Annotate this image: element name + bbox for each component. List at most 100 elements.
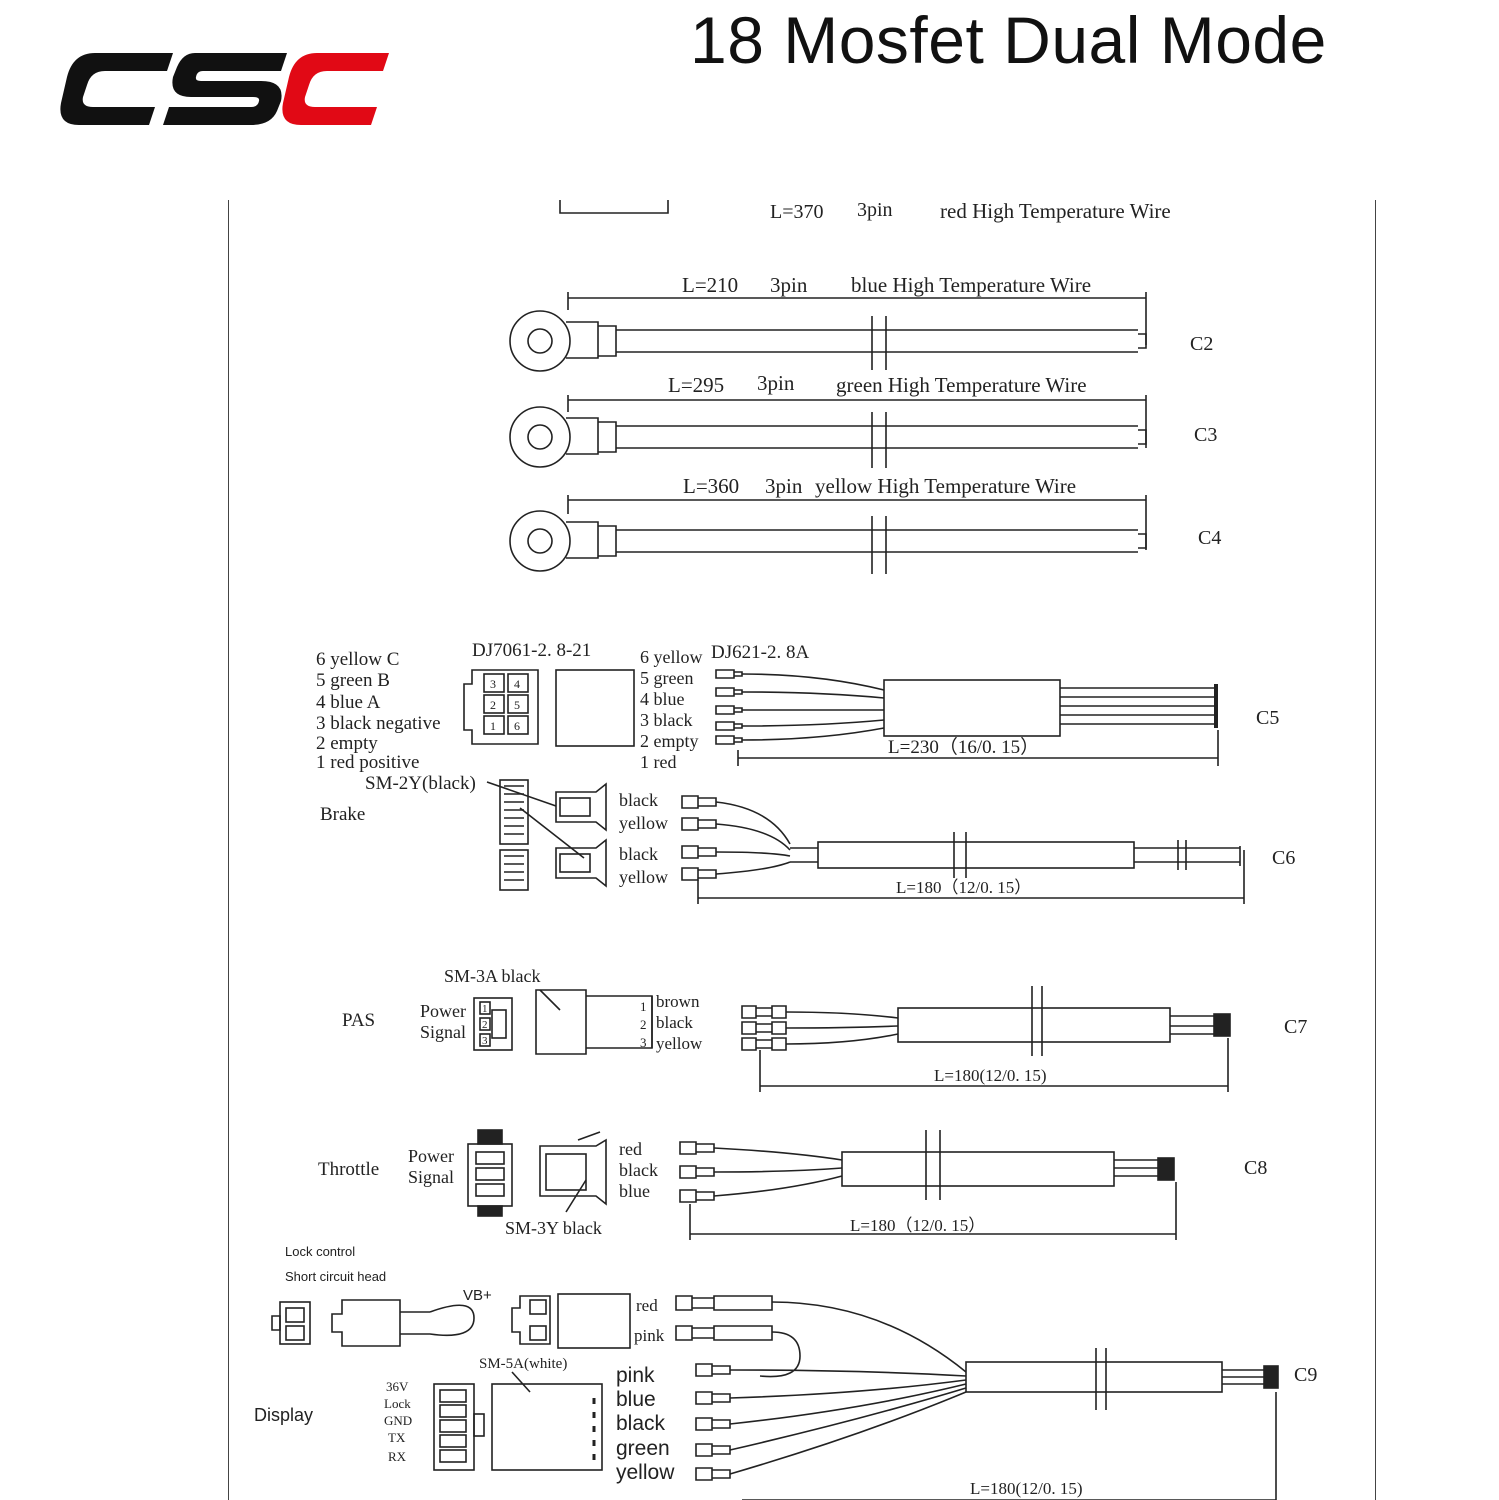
c7-power: Power — [420, 1001, 466, 1021]
c6-connector-top — [499, 779, 529, 845]
c3-wire — [566, 417, 1147, 455]
c5-pin-2 — [483, 694, 505, 714]
c5-pin-6 — [507, 715, 529, 735]
c8-leader — [565, 1131, 601, 1213]
c6-wire-1: black — [619, 790, 658, 810]
c6-mate-top-slot — [559, 797, 591, 817]
c9-wire-4: green — [616, 1437, 670, 1460]
c7-face-num-2: 2 — [482, 1019, 488, 1031]
c2-break — [871, 316, 887, 370]
c8-wire-3: blue — [619, 1181, 650, 1201]
c7-wire-3: yellow — [656, 1034, 703, 1053]
c7-cable-end — [1213, 1013, 1231, 1037]
c4-pins: 3pin — [765, 474, 803, 498]
c2-length: L=210 — [682, 273, 738, 297]
c4-ring-terminal — [509, 510, 571, 572]
c9-top-wire-1: red — [636, 1296, 658, 1315]
cable-c4: L=360 3pin yellow High Temperature Wire … — [509, 474, 1221, 574]
c6-id: C6 — [1272, 847, 1295, 869]
c9-wire-3: black — [616, 1412, 666, 1435]
c5-legend-1: 1 red positive — [316, 752, 419, 773]
c9-short-head-pin-2 — [285, 1325, 305, 1341]
c7-face-pin-2 — [479, 1017, 491, 1031]
c9-top-wire-2: pink — [634, 1326, 665, 1345]
c7-id: C7 — [1284, 1016, 1307, 1038]
c6-connector: SM-2Y(black) — [365, 773, 476, 794]
c8-face-pin-2 — [475, 1167, 505, 1181]
c5-pin-1-num: 1 — [490, 719, 496, 733]
c8-break — [925, 1130, 941, 1200]
c8-cable-end — [1157, 1157, 1175, 1181]
c9-display-body — [491, 1383, 603, 1471]
logo-letter-c1 — [60, 53, 173, 125]
c9-short-head-pin-1 — [285, 1307, 305, 1323]
c5-legend: 6 yellow C 5 green B 4 blue A 3 black ne… — [316, 649, 441, 773]
c7-wire-1: brown — [656, 992, 700, 1011]
diagram-frame — [228, 200, 1376, 1500]
c5-connector-a-body — [463, 669, 539, 745]
c8-signal: Signal — [408, 1167, 454, 1187]
c8-wire-ends — [1114, 1159, 1158, 1177]
c6-connector-bottom-ribs — [504, 855, 524, 881]
c3-desc: green High Temperature Wire — [836, 373, 1087, 397]
c9-name: Display — [254, 1405, 313, 1425]
c8-connector-cap — [477, 1129, 503, 1145]
c9-mate-pin-2 — [529, 1299, 547, 1315]
c9-terminals — [695, 1363, 731, 1481]
c9-display-pin-5 — [439, 1449, 467, 1463]
c8-wire-2: black — [619, 1160, 658, 1180]
c6-wire-3: black — [619, 844, 658, 864]
c5-pin-1 — [483, 715, 505, 735]
c7-pin-1: 1 — [640, 999, 647, 1014]
c9-lock-control: Lock control — [285, 1244, 355, 1259]
c9-display-pin-4 — [439, 1434, 467, 1448]
logo-letter-c2 — [282, 53, 389, 125]
c9-connector: SM-5A(white) — [479, 1356, 567, 1372]
c3-id: C3 — [1194, 424, 1217, 446]
c6-wire-2: yellow — [619, 813, 668, 833]
c5-pin-2-num: 2 — [490, 698, 496, 712]
c4-length: L=360 — [683, 474, 739, 498]
c7-break — [1031, 986, 1043, 1056]
c9-wire-5: yellow — [616, 1461, 675, 1484]
c8-face-pin-1 — [475, 1151, 505, 1165]
c9-top-wires — [759, 1301, 967, 1378]
c4-dimension-line — [567, 495, 1147, 550]
c5-wire-fan — [741, 673, 885, 741]
c8-id: C8 — [1244, 1157, 1267, 1179]
c6-wire-merge — [790, 847, 818, 863]
c9-top-terminals — [675, 1295, 773, 1341]
c7-pin-2: 2 — [640, 1017, 647, 1032]
c5-wire-3: 3 black — [640, 710, 692, 730]
c2-desc: blue High Temperature Wire — [851, 273, 1091, 297]
c6-wire-4: yellow — [619, 867, 668, 887]
c2-pins: 3pin — [770, 273, 808, 297]
c7-face-pin-3 — [479, 1033, 491, 1047]
c8-wire-fan — [713, 1147, 843, 1197]
c5-pin-4 — [507, 673, 529, 693]
c8-connector-foot — [477, 1205, 503, 1217]
cable-c6: SM-2Y(black) Brake black yellow black ye… — [320, 773, 1295, 904]
c9-break — [1095, 1348, 1107, 1410]
c9-length: L=180(12/0. 15) — [970, 1479, 1083, 1498]
c9-vb: VB+ — [463, 1287, 492, 1304]
c2-wire — [566, 321, 1147, 359]
c4-ring-hole — [527, 528, 553, 554]
c5-connector-a: DJ7061-2. 8-21 — [472, 640, 591, 661]
cable-c8: Throttle Power Signal SM-3Y black red bl… — [318, 1129, 1267, 1240]
c3-pins: 3pin — [757, 371, 795, 395]
c6-mate-bottom-slot — [559, 853, 591, 873]
c3-break — [871, 412, 887, 468]
c5-length: L=230（16/0. 15） — [888, 736, 1039, 758]
c9-sleeve — [965, 1361, 1223, 1393]
c4-wire — [566, 521, 1147, 559]
c8-terminals — [679, 1141, 715, 1203]
c9-pin-label-4: TX — [388, 1430, 406, 1445]
c3-ring-hole — [527, 424, 553, 450]
c9-pin-label-5: RX — [388, 1449, 407, 1464]
c4-break — [871, 516, 887, 574]
c7-connector: SM-3A black — [444, 966, 541, 986]
c8-connector: SM-3Y black — [505, 1218, 602, 1238]
c5-legend-2: 2 empty — [316, 733, 378, 754]
